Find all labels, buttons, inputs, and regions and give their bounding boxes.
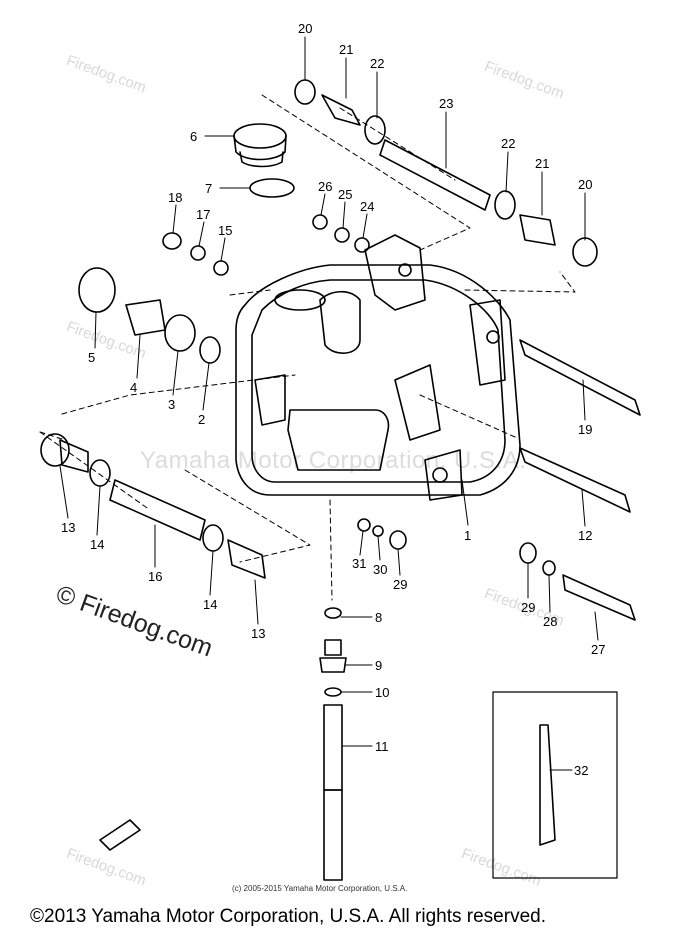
callout-3: 3 — [168, 397, 175, 412]
callout-28: 28 — [543, 614, 557, 629]
callout-1: 1 — [464, 528, 471, 543]
callout-30: 30 — [373, 562, 387, 577]
callout-8: 8 — [375, 610, 382, 625]
callout-18: 18 — [168, 190, 182, 205]
dipstick-box — [492, 691, 618, 879]
callout-20: 20 — [578, 177, 592, 192]
fwd-arrow — [99, 819, 141, 851]
callout-31: 31 — [352, 556, 366, 571]
callout-11: 11 — [375, 739, 389, 754]
footer-copyright: ©2013 Yamaha Motor Corporation, U.S.A. A… — [30, 906, 546, 927]
callout-26: 26 — [318, 179, 332, 194]
callout-7: 7 — [205, 181, 212, 196]
callout-17: 17 — [196, 207, 210, 222]
callout-12: 12 — [578, 528, 592, 543]
callout-32: 32 — [574, 763, 588, 778]
left-fittings — [78, 214, 370, 364]
callout-29: 29 — [521, 600, 535, 615]
assembly-lines — [39, 94, 576, 601]
o-ring-7 — [249, 178, 295, 198]
callout-23: 23 — [439, 96, 453, 111]
callout-21: 21 — [339, 42, 353, 57]
callout-19: 19 — [578, 422, 592, 437]
callout-16: 15 — [218, 223, 232, 238]
callout-6: 6 — [190, 129, 197, 144]
callout-14: 14 — [90, 537, 104, 552]
callout-24: 24 — [360, 199, 374, 214]
callout-13: 13 — [61, 520, 75, 535]
callout-20: 20 — [298, 21, 312, 36]
filler-cap — [233, 123, 287, 168]
callout-2: 2 — [198, 412, 205, 427]
callout-22: 22 — [370, 56, 384, 71]
oil-tank-body — [235, 234, 521, 501]
callout-10: 10 — [375, 685, 389, 700]
bottom-tube-assembly — [40, 433, 266, 579]
callout-29: 29 — [393, 577, 407, 592]
callout-15: 16 — [148, 569, 162, 584]
callout-13: 13 — [251, 626, 265, 641]
callout-5: 5 — [88, 350, 95, 365]
callout-14: 14 — [203, 597, 217, 612]
callout-21: 21 — [535, 156, 549, 171]
leader-lines — [59, 36, 599, 771]
callout-4: 4 — [130, 380, 137, 395]
callout-27: 27 — [591, 642, 605, 657]
diagram-copyright: (c) 2005-2015 Yamaha Motor Corporation, … — [232, 884, 408, 893]
bolts — [357, 339, 641, 621]
callout-25: 25 — [338, 187, 352, 202]
callout-labels: 20 21 22 23 22 21 20 6 7 18 17 15 26 25 … — [61, 21, 605, 778]
callout-22: 22 — [501, 136, 515, 151]
drain-assembly — [319, 607, 347, 881]
callout-9: 9 — [375, 658, 382, 673]
